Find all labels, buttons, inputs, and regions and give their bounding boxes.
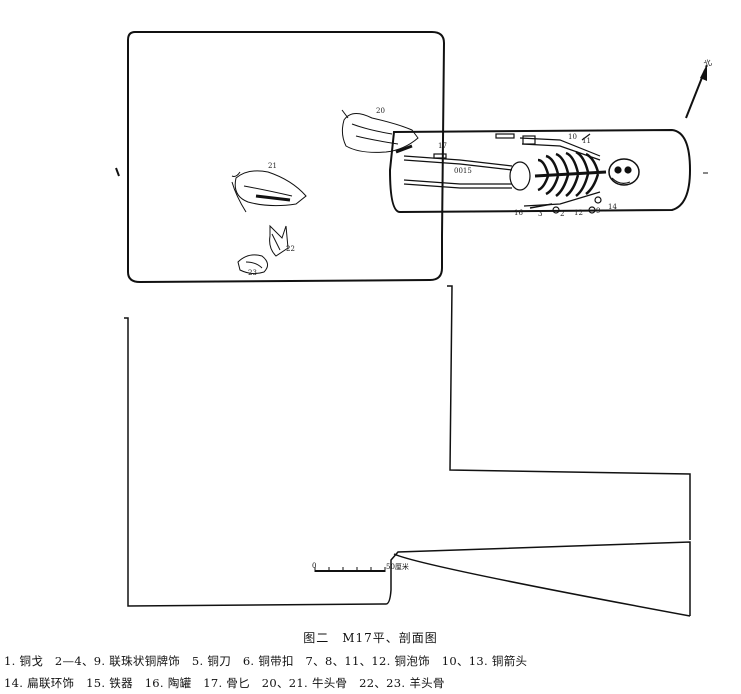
label-0015: 0015 [454,167,472,175]
label-10: 10 [568,133,577,141]
label-3: 3 [538,210,543,218]
sheep-skull-22 [269,224,289,257]
label-21: 21 [268,162,277,170]
label-2: 2 [560,210,565,218]
label-20: 20 [376,107,385,115]
section-base [393,553,691,617]
scale-end: 50厘米 [386,563,409,571]
scale-zero: 0 [312,562,317,570]
label-11: 11 [582,137,591,145]
legend-line-1: 1. 铜戈 2—4、9. 联珠状铜牌饰 5. 铜刀 6. 铜带扣 7、8、11、… [4,654,528,668]
pit-outline [127,31,446,284]
skeleton [403,133,640,214]
chamber-outline [388,128,692,214]
label-12: 12 [574,209,583,217]
north-arrow [685,64,707,119]
label-17: 17 [438,142,447,150]
femur-upper [403,155,513,167]
label-16: 16 [514,209,523,217]
label-14: 14 [608,203,617,211]
label-23: 23 [248,269,257,277]
scale-bar [314,567,386,572]
section-mark-left [115,167,120,177]
sheep-skull-23 [237,254,268,275]
spine [534,170,607,178]
section-outline-right [447,285,691,540]
section-outline [124,317,691,616]
skull [608,158,640,186]
label-22: 22 [286,245,295,253]
legend-line-2: 14. 扁联环饰 15. 铁器 16. 陶罐 17. 骨匕 20、21. 牛头骨… [4,676,445,690]
femur-lower [403,179,512,185]
label-9: 9 [596,207,601,215]
figure-caption: 图二 M17平、剖面图 [303,631,438,645]
cow-skull-20 [341,109,419,154]
cow-skull-21 [231,170,307,213]
